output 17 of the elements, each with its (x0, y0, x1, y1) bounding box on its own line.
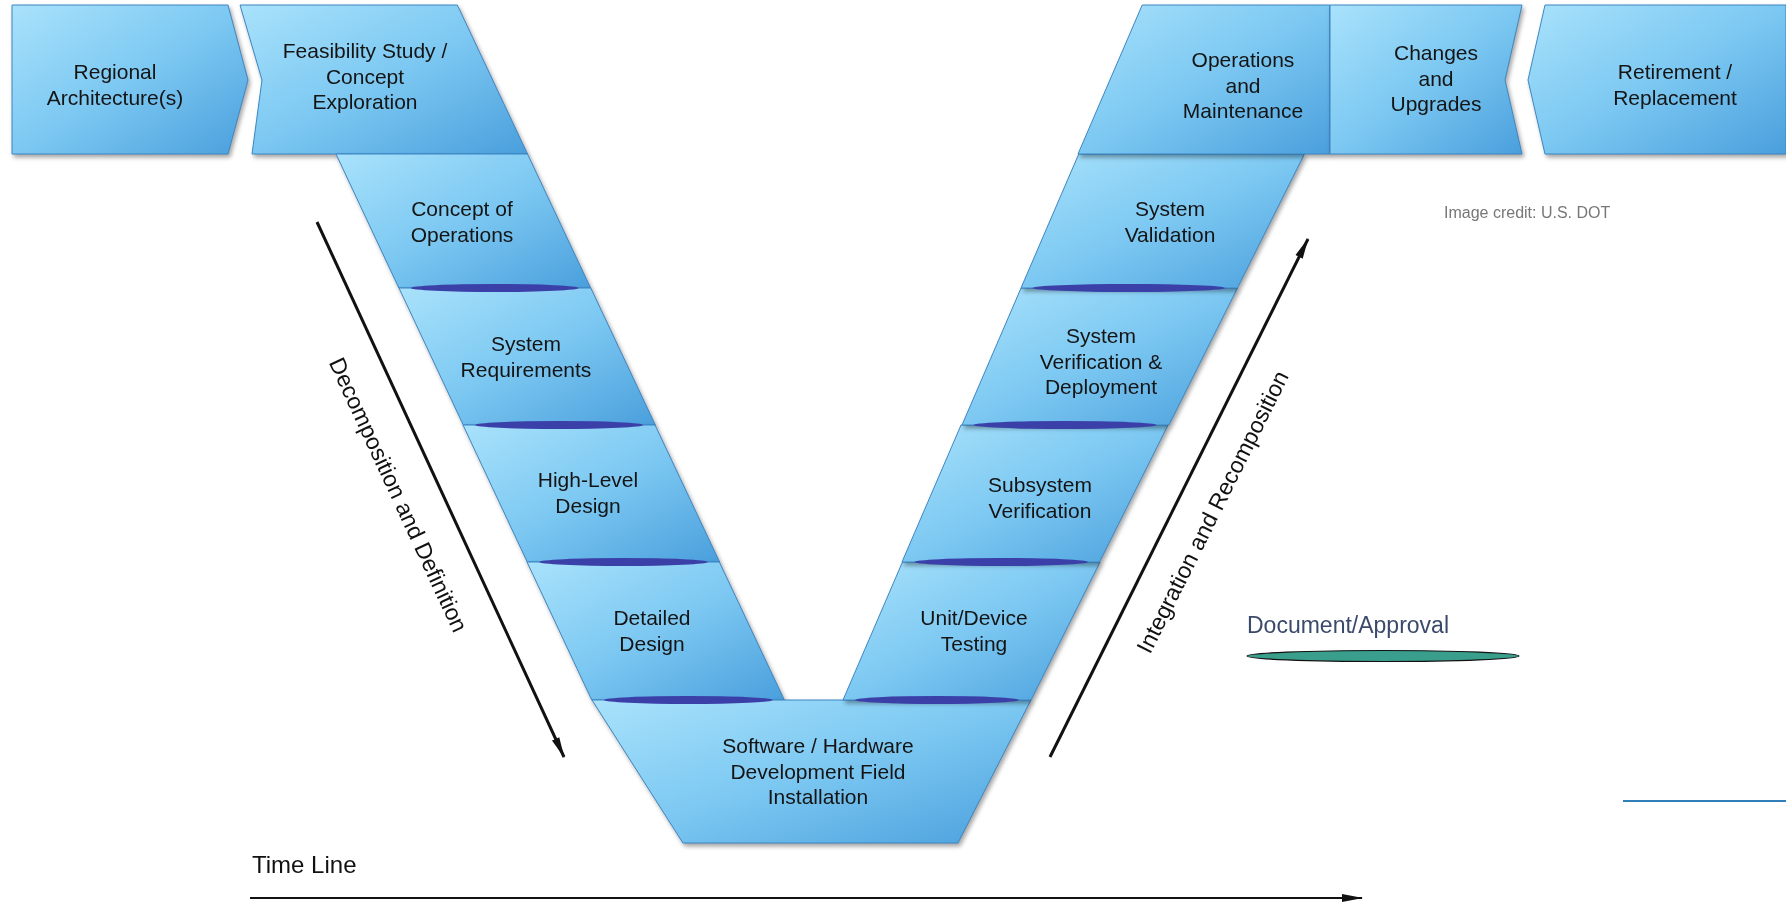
phase-label: High-Level Design (536, 467, 640, 519)
phase-label: Concept of Operations (409, 196, 515, 248)
timeline-label: Time Line (252, 851, 357, 879)
phase-label: Operations and Maintenance (1181, 46, 1305, 124)
phase-label: Unit/Device Testing (919, 605, 1029, 657)
phase-label: Changes and Upgrades (1389, 39, 1483, 117)
phase-label: Retirement / Replacement (1612, 59, 1738, 111)
phase-label: Detailed Design (612, 605, 692, 657)
phase-label: System Requirements (459, 331, 593, 383)
phase-label: Subsystem Verification (987, 472, 1093, 524)
phase-label: Software / Hardware Development Field Installation (721, 732, 915, 810)
phase-label: System Verification & Deployment (1038, 322, 1164, 400)
phase-label: Feasibility Study / Concept Exploration (281, 37, 449, 115)
credit-note: Image credit: U.S. DOT (1444, 204, 1611, 222)
legend-label: Document/Approval (1247, 612, 1449, 639)
phase-label: System Validation (1123, 196, 1217, 248)
phase-label: Regional Architecture(s) (45, 59, 185, 111)
